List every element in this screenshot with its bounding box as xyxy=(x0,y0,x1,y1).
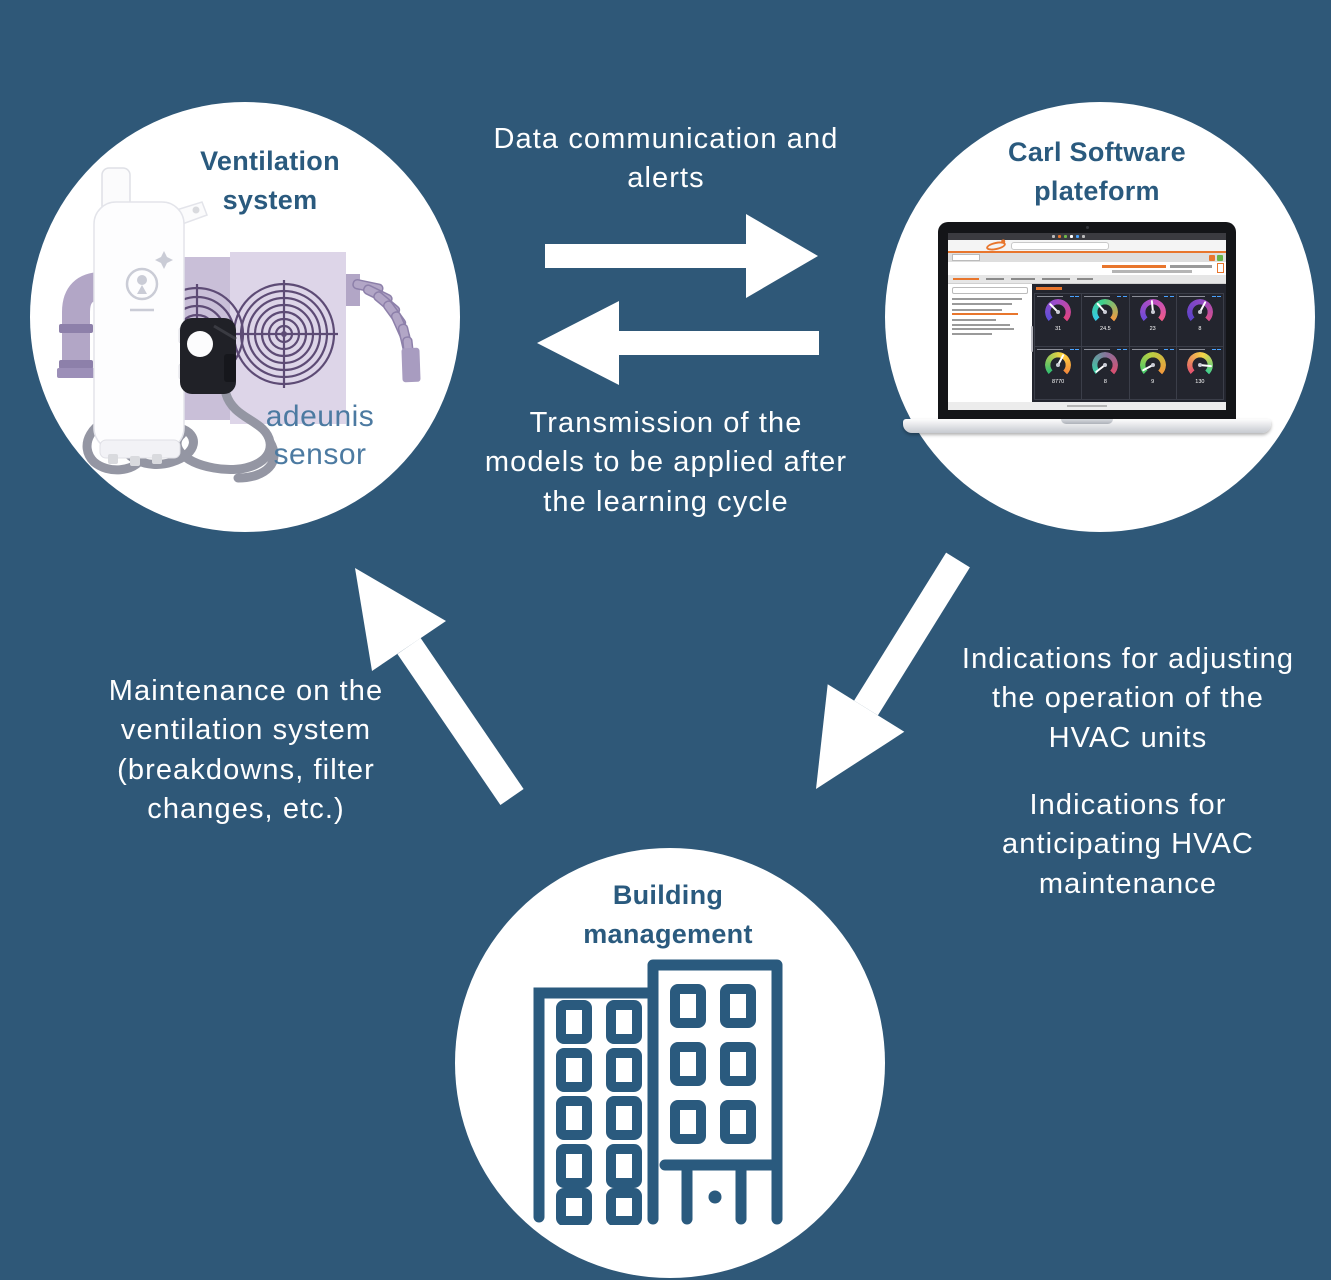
gauge-panel: 23 xyxy=(1129,293,1176,346)
gauge-panel: 9 xyxy=(1129,346,1176,399)
gauge-value: 9 xyxy=(1151,379,1155,385)
header-field xyxy=(952,254,980,261)
active-tab xyxy=(953,277,979,281)
check-icon xyxy=(1217,254,1223,261)
browser-footer xyxy=(948,402,1226,410)
ventilation-system-illustration xyxy=(57,167,421,483)
ventilation-system-title: Ventilation system xyxy=(200,146,340,216)
browser-toolbar xyxy=(948,239,1226,252)
address-bar xyxy=(1011,241,1109,250)
gauge-value: 24.5 xyxy=(1100,326,1111,332)
building-management-title: Building management xyxy=(583,880,753,950)
notification-row xyxy=(948,262,1226,275)
label-indications-adjusting: Indications for adjusting the operation … xyxy=(961,643,1295,754)
gauge-grid: 31 24.5 23 xyxy=(1034,292,1224,400)
panel-divider-handle xyxy=(1030,326,1033,352)
gauge-value: 130 xyxy=(1195,379,1205,385)
adeunis-sensor-device xyxy=(93,167,208,466)
gauge-value: 8 xyxy=(1103,379,1107,385)
arrow-right-icon xyxy=(545,214,818,298)
gauge-panel: 130 xyxy=(1176,346,1223,399)
gauge-panel: 31 xyxy=(1035,293,1082,346)
browser-window: 31 24.5 23 xyxy=(948,233,1226,410)
gauge-panel: 24.5 xyxy=(1082,293,1129,346)
gauge-value: 8770 xyxy=(1052,379,1065,385)
webcam-dot-icon xyxy=(1086,226,1089,229)
arrow-left-icon xyxy=(537,301,819,385)
dashboard-panel: 31 24.5 23 xyxy=(1032,284,1226,402)
gauge-value: 23 xyxy=(1149,326,1156,332)
label-maintenance: Maintenance on the ventilation system (b… xyxy=(108,675,384,826)
browser-title-bar xyxy=(948,233,1226,240)
tab-bar xyxy=(948,275,1226,284)
gauge-panel: 8 xyxy=(1176,293,1223,346)
app-header-bar xyxy=(948,253,1226,262)
sidebar-search xyxy=(952,287,1028,294)
laptop-illustration: 31 24.5 23 xyxy=(903,222,1271,433)
gauge-value: 8 xyxy=(1198,326,1202,332)
alert-icon xyxy=(1209,254,1215,261)
building-icon xyxy=(533,959,783,1225)
label-data-communication: Data communication and alerts xyxy=(493,123,839,195)
carl-software-title: Carl Software plateform xyxy=(1008,137,1186,207)
dashboard-title-bar xyxy=(1036,287,1062,290)
gauge-panel: 8770 xyxy=(1035,346,1082,399)
sidebar-panel xyxy=(948,284,1033,402)
laptop-screen: 31 24.5 23 xyxy=(938,222,1236,419)
laptop-notch xyxy=(1061,419,1113,424)
carl-logo-icon xyxy=(985,239,1007,252)
notification-box-icon xyxy=(1217,263,1224,273)
gauge-panel: 8 xyxy=(1082,346,1129,399)
gauge-value: 31 xyxy=(1055,326,1062,332)
adeunis-sensor-caption: adeunis sensor xyxy=(265,400,375,471)
current-clamp-icon xyxy=(180,318,237,394)
duct-right-icon xyxy=(346,274,421,383)
orange-divider xyxy=(948,251,1226,253)
label-transmission: Transmission of the models to be applied… xyxy=(484,407,848,518)
label-indications-anticipating: Indications for anticipating HVAC mainte… xyxy=(1002,789,1254,900)
laptop-base xyxy=(903,419,1271,433)
